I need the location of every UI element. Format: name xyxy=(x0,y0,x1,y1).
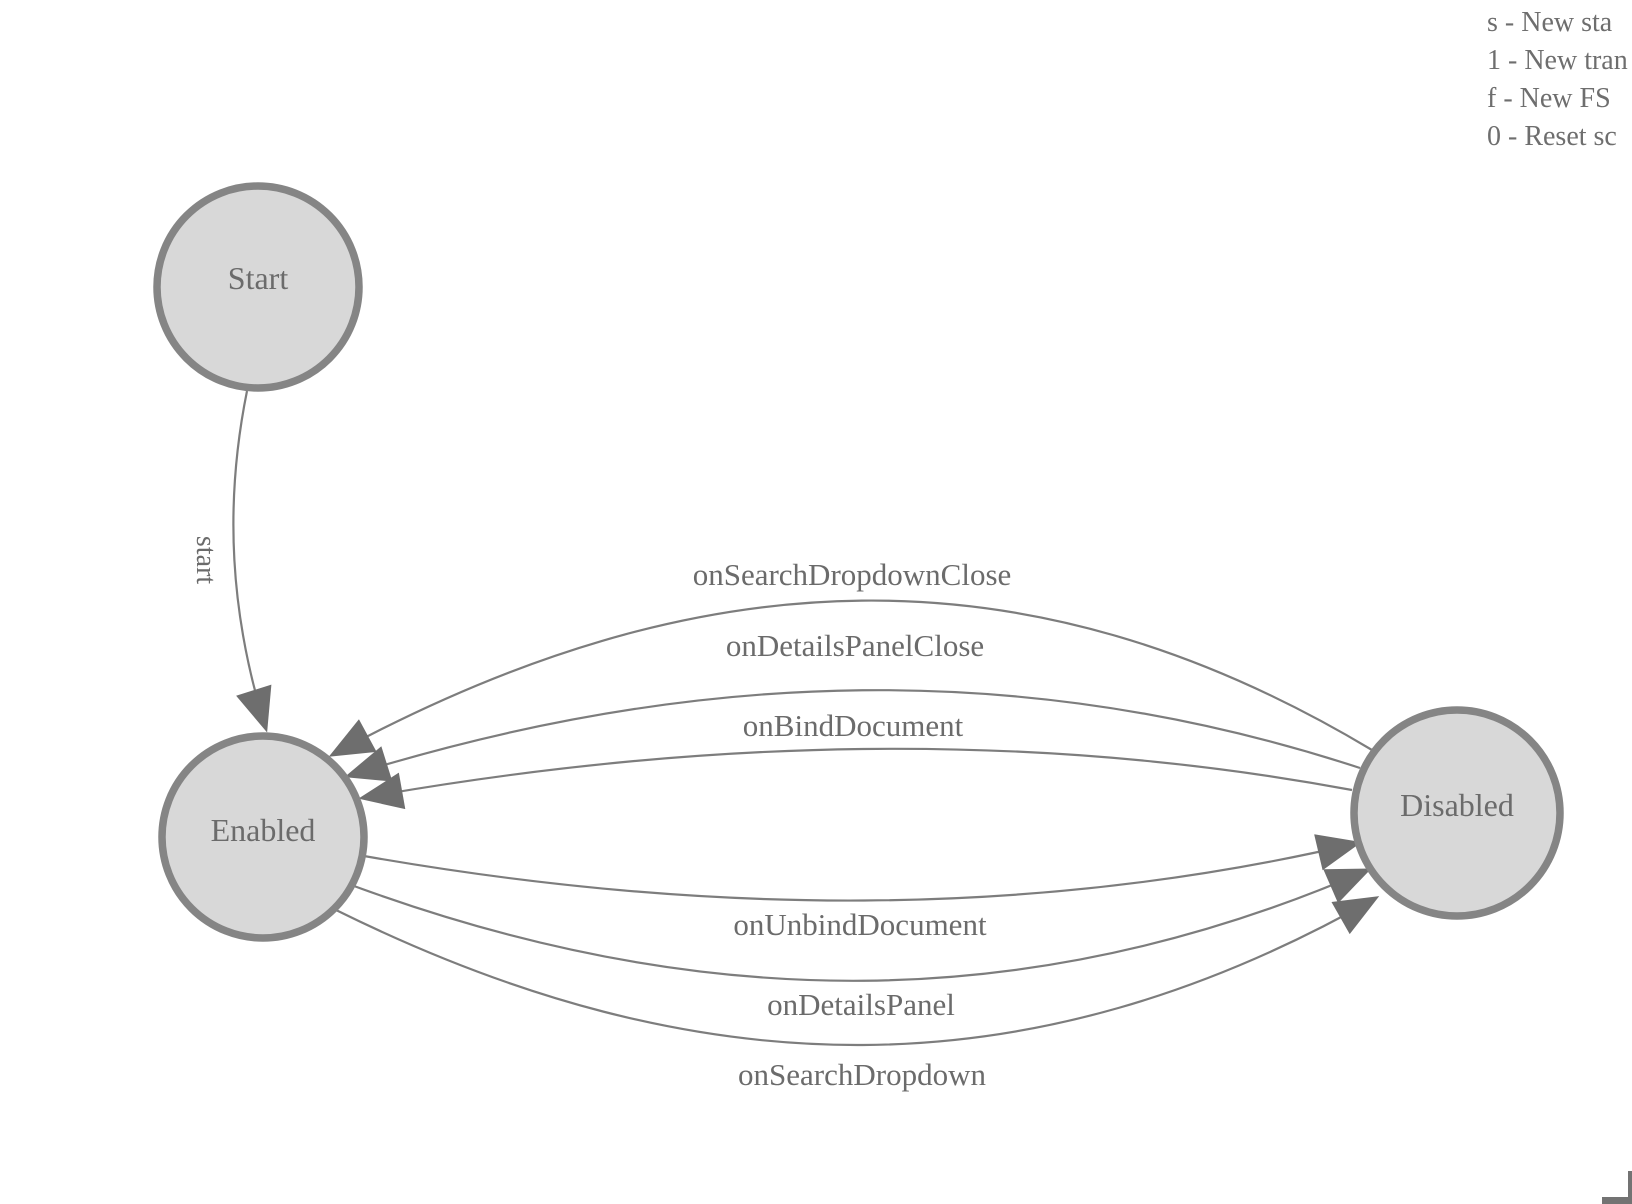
state-label-enabled: Enabled xyxy=(211,812,316,848)
legend-line-new-transition: 1 - New tran xyxy=(1487,45,1628,76)
edge-label-onUnbindDocument: onUnbindDocument xyxy=(733,907,987,942)
legend-line-new-state: s - New sta xyxy=(1487,7,1613,38)
legend-line-reset: 0 - Reset sc xyxy=(1487,121,1617,152)
edge-onUnbindDocument[interactable] xyxy=(363,834,1362,902)
shortcut-legend: s - New sta 1 - New tran f - New FS 0 - … xyxy=(1487,4,1628,156)
edge-onSearchDropdownClose[interactable] xyxy=(328,599,1373,757)
edge-onDetailsPanel[interactable] xyxy=(353,868,1372,982)
state-node-enabled[interactable]: Enabled xyxy=(158,732,368,942)
state-node-start[interactable]: Start xyxy=(153,182,363,392)
corner-bracket-horizontal xyxy=(1602,1197,1632,1204)
edge-label-onSearchDropdown: onSearchDropdown xyxy=(738,1057,986,1092)
edge-onSearchDropdown[interactable] xyxy=(335,896,1380,1047)
edge-start[interactable] xyxy=(232,390,272,733)
corner-bracket-vertical xyxy=(1628,1171,1632,1204)
state-circle-enabled[interactable] xyxy=(158,732,368,942)
edge-onDetailsPanelClose[interactable] xyxy=(344,689,1361,782)
state-circle-disabled[interactable] xyxy=(1350,706,1564,920)
edge-label-start: start xyxy=(190,536,221,584)
state-node-disabled[interactable]: Disabled xyxy=(1350,706,1564,920)
edge-label-onDetailsPanelClose: onDetailsPanelClose xyxy=(726,628,984,663)
state-label-start: Start xyxy=(228,260,289,296)
edge-label-onSearchDropdownClose: onSearchDropdownClose xyxy=(693,557,1012,592)
legend-line-new-fsm: f - New FS xyxy=(1487,83,1611,114)
state-label-disabled: Disabled xyxy=(1400,787,1514,823)
edge-label-onBindDocument: onBindDocument xyxy=(743,708,964,743)
edge-label-onDetailsPanel: onDetailsPanel xyxy=(767,987,955,1022)
edge-onBindDocument[interactable] xyxy=(358,747,1353,810)
state-circle-start[interactable] xyxy=(153,182,363,392)
